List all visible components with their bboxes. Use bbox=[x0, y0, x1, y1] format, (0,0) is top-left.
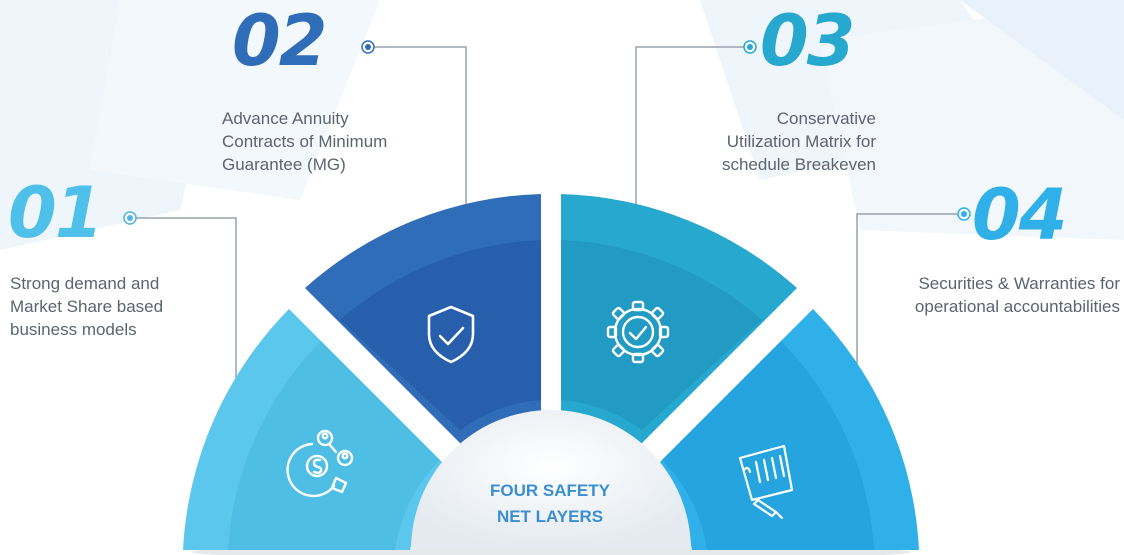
layer-02-number: 02 bbox=[232, 0, 327, 82]
connector-02 bbox=[372, 46, 467, 205]
shield-check-icon bbox=[427, 305, 475, 364]
layer-03-number: 03 bbox=[760, 0, 855, 82]
connector-01 bbox=[134, 217, 237, 400]
gear-check-icon bbox=[606, 300, 670, 364]
center-hub bbox=[411, 410, 691, 550]
layer-02-description: Advance Annuity Contracts of Minimum Gua… bbox=[222, 109, 388, 174]
segment-01 bbox=[183, 309, 450, 550]
layer-03-description: Conservative Utilization Matrix for sche… bbox=[721, 109, 876, 174]
segment-04 bbox=[652, 309, 919, 550]
connector-04 bbox=[856, 213, 960, 380]
layer-04-description: Securities & Warranties for operational … bbox=[914, 274, 1120, 316]
document-pen-icon bbox=[738, 444, 794, 520]
layer-01-description: Strong demand and Market Share based bus… bbox=[10, 274, 164, 339]
layer-04-number: 04 bbox=[972, 174, 1067, 256]
connector-03 bbox=[635, 46, 746, 205]
center-title: FOUR SAFETY NET LAYERS bbox=[490, 481, 610, 526]
layer-01-number: 01 bbox=[8, 172, 103, 254]
money-network-icon bbox=[286, 429, 354, 498]
